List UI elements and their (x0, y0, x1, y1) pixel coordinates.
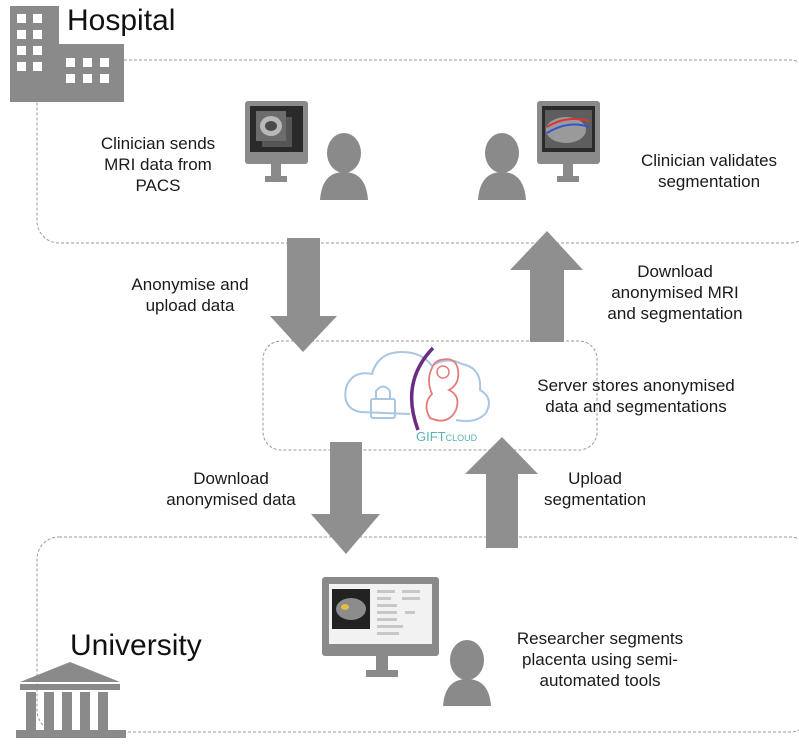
monitor-icon-validate (537, 101, 600, 182)
arrow-download-mri (510, 231, 583, 342)
clinician-validates-label: Clinician validates segmentation (640, 151, 778, 191)
university-building-icon (16, 662, 126, 738)
gift-cloud-logo-text: GIFTCLOUD (416, 429, 478, 444)
download-data-label: Download anonymised data (166, 469, 296, 509)
hospital-title: Hospital (67, 4, 176, 37)
researcher-person-icon (443, 640, 491, 706)
university-title: University (70, 629, 202, 662)
gift-cloud-logo: GIFTCLOUD (344, 346, 490, 444)
clinician-person-icon-left (320, 133, 368, 200)
upload-segmentation-label: Upload segmentation (543, 469, 647, 509)
researcher-label: Researcher segments placenta using semi-… (516, 629, 684, 690)
clinician-person-icon-right (478, 133, 526, 200)
download-mri-label: Download anonymised MRI and segmentation (607, 262, 743, 323)
monitor-icon-send (245, 101, 308, 182)
university-zone (36, 536, 799, 733)
hospital-zone (36, 59, 799, 244)
arrow-download-data (311, 442, 380, 554)
anonymise-upload-label: Anonymise and upload data (131, 275, 249, 315)
monitor-icon-researcher (322, 577, 439, 677)
hospital-building-icon (10, 6, 124, 102)
clinician-sends-label: Clinician sends MRI data from PACS (100, 134, 216, 195)
arrow-upload-segmentation (465, 437, 538, 548)
server-zone (262, 340, 598, 451)
server-stores-label: Server stores anonymised data and segmen… (537, 376, 735, 416)
arrow-anonymise-upload (270, 238, 337, 352)
